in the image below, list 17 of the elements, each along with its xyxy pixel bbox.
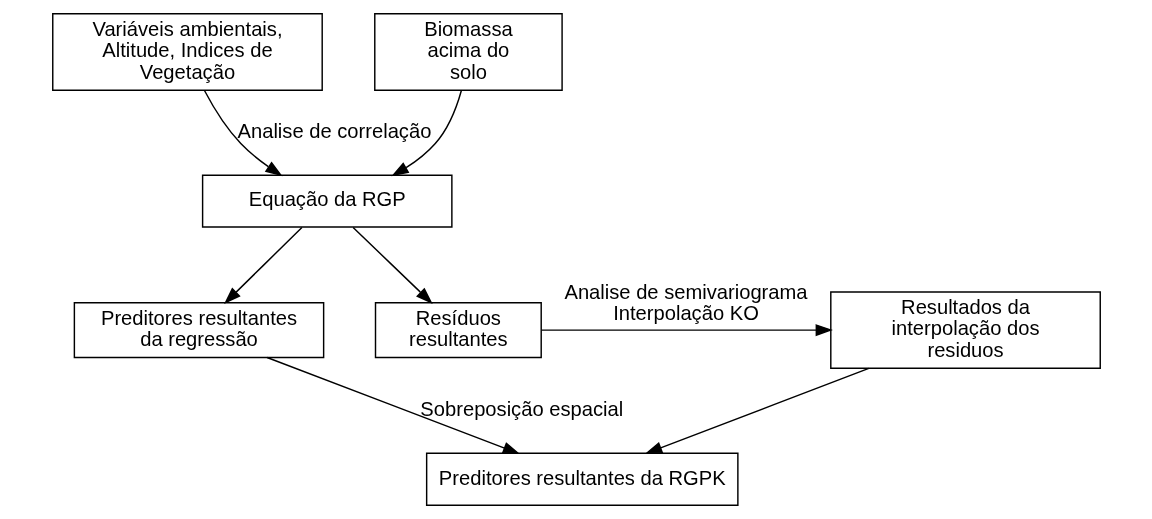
node-box: Biomassa acima do solo	[373, 13, 563, 91]
arrow	[644, 367, 870, 454]
arrow	[265, 356, 520, 455]
node-box: Preditores resultantes da RGPK	[425, 452, 739, 506]
arrow	[390, 89, 462, 177]
node-box: Preditores resultantes da regressão	[73, 302, 324, 359]
arrow	[351, 226, 433, 305]
node-box: Variáveis ambientais, Altitude, Indices de Vegetação	[51, 13, 323, 91]
edge-label: Analise de correlação	[237, 120, 431, 143]
edge-label: Analise de semivariograma Interpolação KO	[563, 280, 808, 325]
arrow	[223, 226, 303, 305]
edge-label: Sobreposição espacial	[419, 398, 623, 421]
node-box: Resíduos resultantes	[374, 302, 542, 359]
node-box: Equação da RGP	[201, 174, 453, 228]
arrow	[203, 89, 283, 177]
node-box: Resultados da interpolação dos residuos	[829, 291, 1101, 369]
arrow	[540, 324, 833, 337]
